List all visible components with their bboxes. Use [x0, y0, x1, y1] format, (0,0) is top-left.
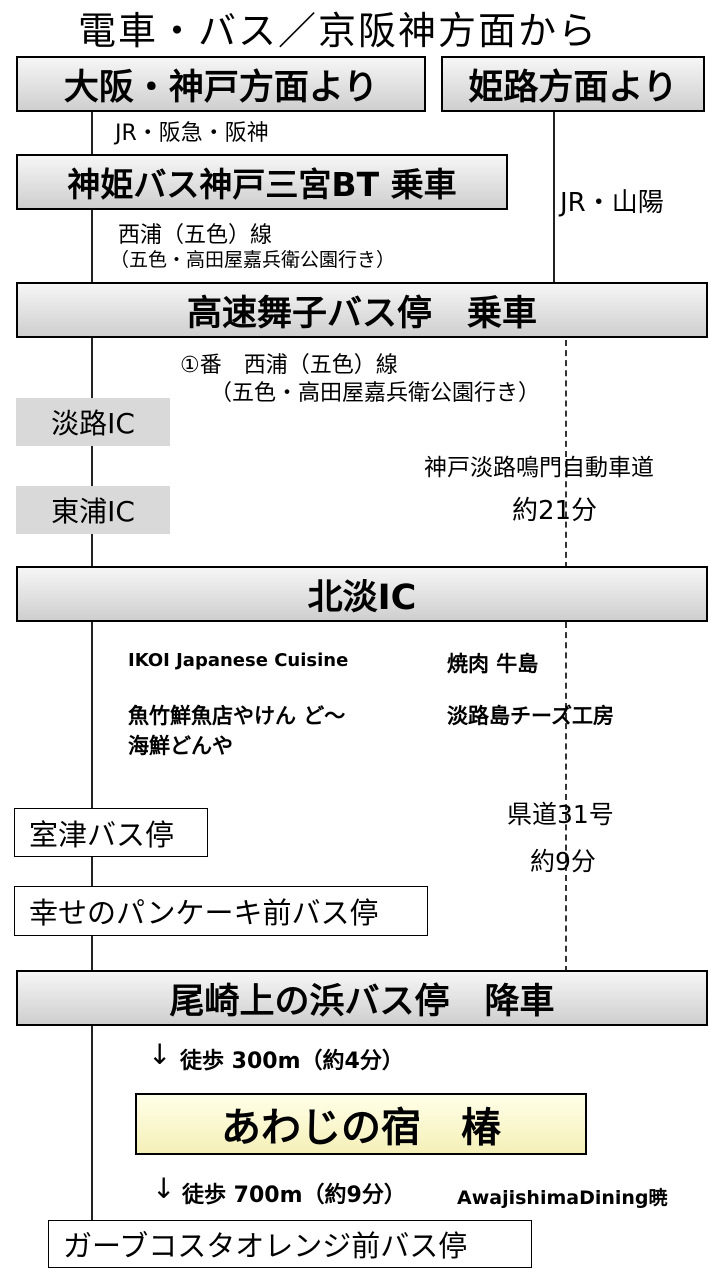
platform-dest-label: （五色・高田屋嘉兵衛公園行き）	[210, 381, 541, 406]
hotel-box: あわじの宿 椿	[135, 1093, 587, 1155]
osaka-kobe-box: 大阪・神戸方面より	[16, 56, 426, 112]
walk1-arrow: ↓	[148, 1038, 172, 1071]
route31-label: 県道31号	[507, 800, 614, 829]
himeji-route-line	[553, 112, 555, 284]
jr-sanyo-label: JR・山陽	[560, 188, 664, 218]
jr-hankyu-hanshin-label: JR・阪急・阪神	[115, 121, 269, 146]
walk2-label: 徒歩 700m（約9分）	[182, 1183, 406, 1208]
platform-line-label: ①番 西浦（五色）線	[180, 353, 398, 378]
pancake-bus-stop-box: 幸せのパンケーキ前バス停	[14, 886, 428, 936]
hokudan-ic-box: 北淡IC	[16, 566, 708, 622]
yakiniku-label: 焼肉 牛島	[447, 652, 539, 676]
route31-dashed-line	[565, 622, 567, 972]
left-route-line	[91, 110, 93, 1220]
ikoi-label: IKOI Japanese Cuisine	[128, 650, 349, 671]
garb-costa-bus-stop-box: ガーブコスタオレンジ前バス停	[48, 1220, 532, 1268]
nishiura-line-label: 西浦（五色）線	[118, 223, 273, 248]
himeji-box: 姫路方面より	[441, 56, 705, 112]
cheese-label: 淡路島チーズ工房	[447, 704, 614, 728]
walk2-arrow: ↓	[152, 1172, 176, 1205]
uotake-label-1: 魚竹鮮魚店やけん ど～	[128, 704, 346, 728]
expressway-dashed-line	[565, 340, 567, 568]
page-title: 電車・バス／京阪神方面から	[78, 9, 599, 53]
nishiura-dest-label: （五色・高田屋嘉兵衛公園行き）	[110, 249, 396, 271]
route31-time-label: 約9分	[530, 847, 596, 876]
dining-label: AwajishimaDining暁	[457, 1187, 668, 1209]
expressway-label: 神戸淡路鳴門自動車道	[424, 455, 654, 481]
uotake-label-2: 海鮮どんや	[128, 734, 233, 758]
expressway-time-label: 約21分	[512, 496, 598, 526]
walk1-label: 徒歩 300m（約4分）	[180, 1049, 404, 1074]
awaji-ic-box: 淡路IC	[16, 398, 170, 446]
maiko-bus-stop-box: 高速舞子バス停 乗車	[16, 282, 708, 338]
murotsu-bus-stop-box: 室津バス停	[14, 808, 208, 857]
ozaki-bus-stop-box: 尾崎上の浜バス停 降車	[16, 970, 708, 1026]
shinki-bus-box: 神姫バス神戸三宮BT 乗車	[16, 154, 508, 210]
higashiura-ic-box: 東浦IC	[16, 486, 170, 534]
